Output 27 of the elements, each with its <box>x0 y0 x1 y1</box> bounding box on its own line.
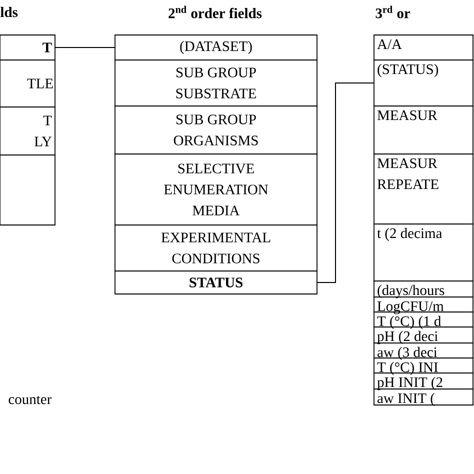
table-cell: MEASUR REPEATE <box>374 154 474 224</box>
table-cell: (STATUS) <box>374 60 474 106</box>
column-heading: lds <box>0 6 18 18</box>
table-cell: TLE <box>0 60 56 108</box>
table-cell: SUB GROUP ORGANISMS <box>114 106 318 154</box>
table-cell: A/A <box>374 34 474 60</box>
table-cell: STATUS <box>114 270 318 294</box>
table-cell: EXPERIMENTAL CONDITIONS <box>114 224 318 272</box>
empty-cell <box>0 154 56 226</box>
column-heading: 2$^{nd}$ order fields <box>168 6 262 18</box>
table-cell: T <box>0 34 56 60</box>
table-cell: SUB GROUP SUBSTRATE <box>114 60 318 106</box>
column-heading: 3$^{rd}$ or <box>376 6 410 18</box>
note-text: counter <box>8 396 52 404</box>
table-cell: aw (3 deci <box>374 342 474 360</box>
connector-line <box>316 82 374 283</box>
table-cell: pH (2 deci <box>374 326 474 344</box>
table-cell: T LY <box>0 106 56 156</box>
table-cell: pH INIT (2 <box>374 372 474 390</box>
table-cell: T (°C) INI <box>374 358 474 376</box>
table-cell: (DATASET) <box>114 34 318 60</box>
table-cell: SELECTIVE ENUMERATION MEDIA <box>114 154 318 226</box>
table-cell: t (2 decima <box>374 224 474 282</box>
connector-line <box>54 47 116 48</box>
table-cell: LogCFU/m <box>374 296 474 314</box>
table-cell: MEASUR <box>374 106 474 154</box>
table-cell: (days/hours <box>374 280 474 298</box>
